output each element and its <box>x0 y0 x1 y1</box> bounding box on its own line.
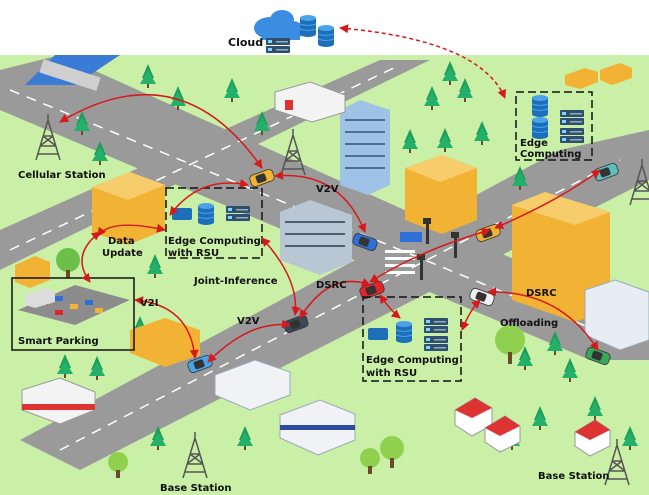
label-cloud: Cloud <box>228 36 263 49</box>
label-data-update-1: Data <box>108 236 135 247</box>
label-base-station-right: Base Station <box>538 471 610 482</box>
label-v2v-top: V2V <box>316 184 339 195</box>
cloud-icon <box>254 10 304 40</box>
label-data-update-2: Update <box>102 248 143 259</box>
label-smart-parking: Smart Parking <box>18 336 99 347</box>
label-edge-computing-top-2: Computing <box>520 149 581 160</box>
label-v2v-bottom: V2V <box>237 316 260 327</box>
label-edge-rsu-bottom-1: Edge Computing <box>366 355 459 366</box>
label-dsrc-right: DSRC <box>526 288 557 299</box>
server-icon <box>266 38 290 53</box>
label-edge-computing-top: Edge <box>520 138 548 149</box>
label-v2i: V2I <box>140 298 158 309</box>
communication-links <box>59 24 601 363</box>
label-dsrc-center: DSRC <box>316 280 347 291</box>
edge-rsu-bottom-box <box>362 296 462 382</box>
label-joint-inference: Joint-Inference <box>193 276 278 287</box>
label-base-station-left: Base Station <box>160 483 232 494</box>
label-edge-rsu-left-2: with RSU <box>168 248 219 259</box>
label-edge-rsu-left-1: Edge Computing <box>168 236 261 247</box>
label-cellular-station: Cellular Station <box>18 170 106 181</box>
label-offloading: Offloading <box>500 318 558 329</box>
label-edge-rsu-bottom-2: with RSU <box>366 368 417 379</box>
smart-parking-box <box>11 277 135 351</box>
river <box>25 55 120 91</box>
database-icon <box>299 14 335 48</box>
edge-computing-top-box <box>515 91 593 161</box>
parking-lot <box>18 285 130 325</box>
